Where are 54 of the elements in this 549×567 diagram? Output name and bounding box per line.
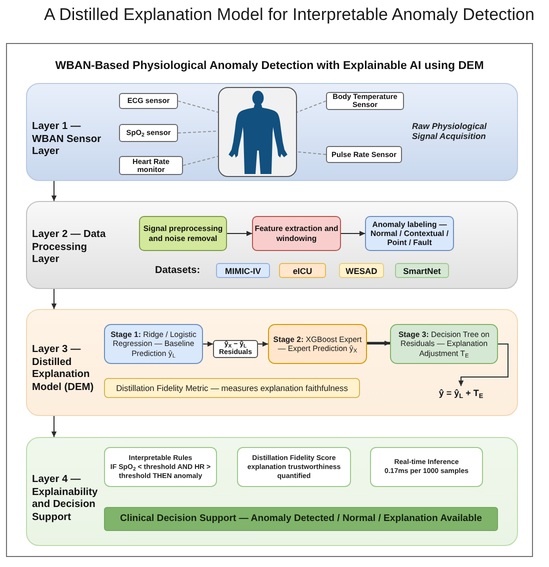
dashed-connector — [182, 156, 218, 166]
arrow — [202, 341, 214, 347]
output-formula: ŷ = ŷ$_{L}$ + T$_{E}$ — [435, 386, 487, 400]
dashed-connector — [178, 100, 218, 113]
thick-arrow — [367, 340, 390, 346]
layer-panel — [26, 309, 518, 416]
arrow — [340, 230, 366, 236]
dashed-connector — [178, 130, 218, 134]
diagram-heading: WBAN-Based Physiological Anomaly Detection with Explainable AI using DEM — [55, 59, 484, 73]
layer-panel — [26, 201, 518, 289]
arrow — [226, 230, 252, 236]
dataset-name: SmartNet — [403, 266, 441, 276]
layer-title: Layer 2 — Data Processing Layer — [32, 229, 107, 266]
dataset-name: WESAD — [346, 266, 378, 276]
output-card — [370, 447, 483, 487]
dataset-tag — [395, 263, 449, 278]
layer-panel — [26, 83, 518, 181]
stage-box — [268, 324, 367, 364]
dashed-connector — [296, 151, 326, 155]
sensor-box — [326, 92, 404, 110]
layer-title: Layer 1 — WBAN Sensor Layer — [32, 121, 102, 158]
dataset-name: eICU — [292, 266, 312, 276]
layer-caption: Raw Physiological Signal Acquisition — [412, 121, 488, 141]
sensor-box — [326, 146, 402, 163]
stage-box — [104, 324, 203, 364]
arrow — [51, 180, 57, 202]
stage-box — [390, 324, 498, 364]
sensor-box — [119, 124, 178, 142]
datasets-label: Datasets: — [155, 265, 200, 277]
output-card — [104, 447, 217, 487]
dataset-name: MIMIC-IV — [225, 266, 261, 276]
sensor-box — [119, 156, 183, 175]
metric-label: Distillation Fidelity Metric — measures explanation faithfulness — [116, 383, 348, 393]
banner-label: Clinical Decision Support — Anomaly Detected / Normal / Explanation Available — [120, 513, 482, 525]
process-box — [139, 216, 227, 251]
dataset-tag — [216, 263, 270, 278]
dataset-tag — [339, 263, 384, 278]
arrow — [51, 288, 57, 310]
arrow — [458, 344, 508, 386]
layer-title: Layer 3 — Distilled Explanation Model (DEM) — [32, 344, 95, 394]
dataset-tag — [279, 263, 326, 278]
sensor-box — [119, 93, 178, 109]
arrow — [258, 341, 268, 347]
layer-title: Layer 4 — Explainability and Decision Support — [32, 474, 99, 524]
dashed-connector — [296, 100, 326, 113]
arrow — [51, 416, 57, 438]
page-title: A Distilled Explanation Model for Interpretable Anomaly Detection — [44, 5, 534, 25]
decision-banner — [104, 507, 498, 531]
layer-panel — [26, 437, 518, 546]
residual-box — [213, 340, 258, 358]
process-box — [252, 216, 341, 251]
diagram-frame — [6, 43, 533, 557]
output-card — [237, 447, 351, 487]
metric-box — [104, 378, 360, 398]
